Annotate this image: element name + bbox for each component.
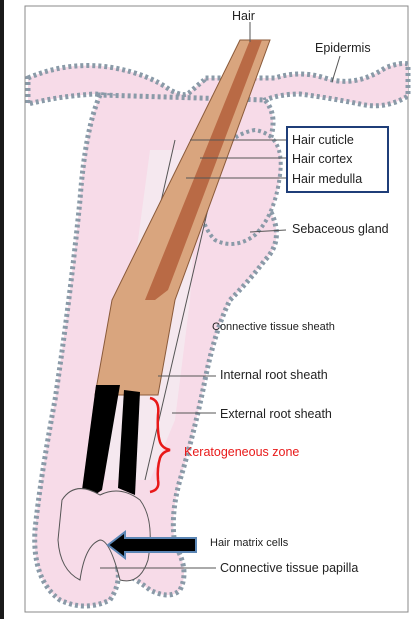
label-connective-tissue-sheath: Connective tissue sheath [212,321,335,333]
left-frame-bar [0,0,4,619]
root-sheath-line [144,199,211,481]
label-hair-matrix-cells: Hair matrix cells [210,537,289,549]
keratin-wedge [80,385,120,505]
label-connective-tissue-papilla: Connective tissue papilla [220,561,358,575]
pointer-line [249,229,287,233]
label-sebaceous-gland: Sebaceous gland [292,222,389,236]
diagram-frame [24,5,409,613]
label-keratogeneous-zone: Keratogeneous zone [184,445,299,459]
pointer-line [331,55,341,83]
keratogeneous-brace [149,396,171,494]
hair-bulb [57,488,151,582]
hair-layers-box [286,126,389,193]
label-external-root-sheath: External root sheath [220,407,332,421]
label-internal-root-sheath: Internal root sheath [220,368,328,382]
keratin-wedge [118,390,140,495]
hair-medulla-core [145,40,262,300]
hair-matrix-arrow [106,529,197,561]
label-hair-medulla: Hair medulla [292,172,362,186]
label-hair-cortex: Hair cortex [292,152,353,166]
label-hair: Hair [232,9,255,23]
label-epidermis: Epidermis [315,41,371,55]
label-hair-cuticle: Hair cuticle [292,133,354,147]
